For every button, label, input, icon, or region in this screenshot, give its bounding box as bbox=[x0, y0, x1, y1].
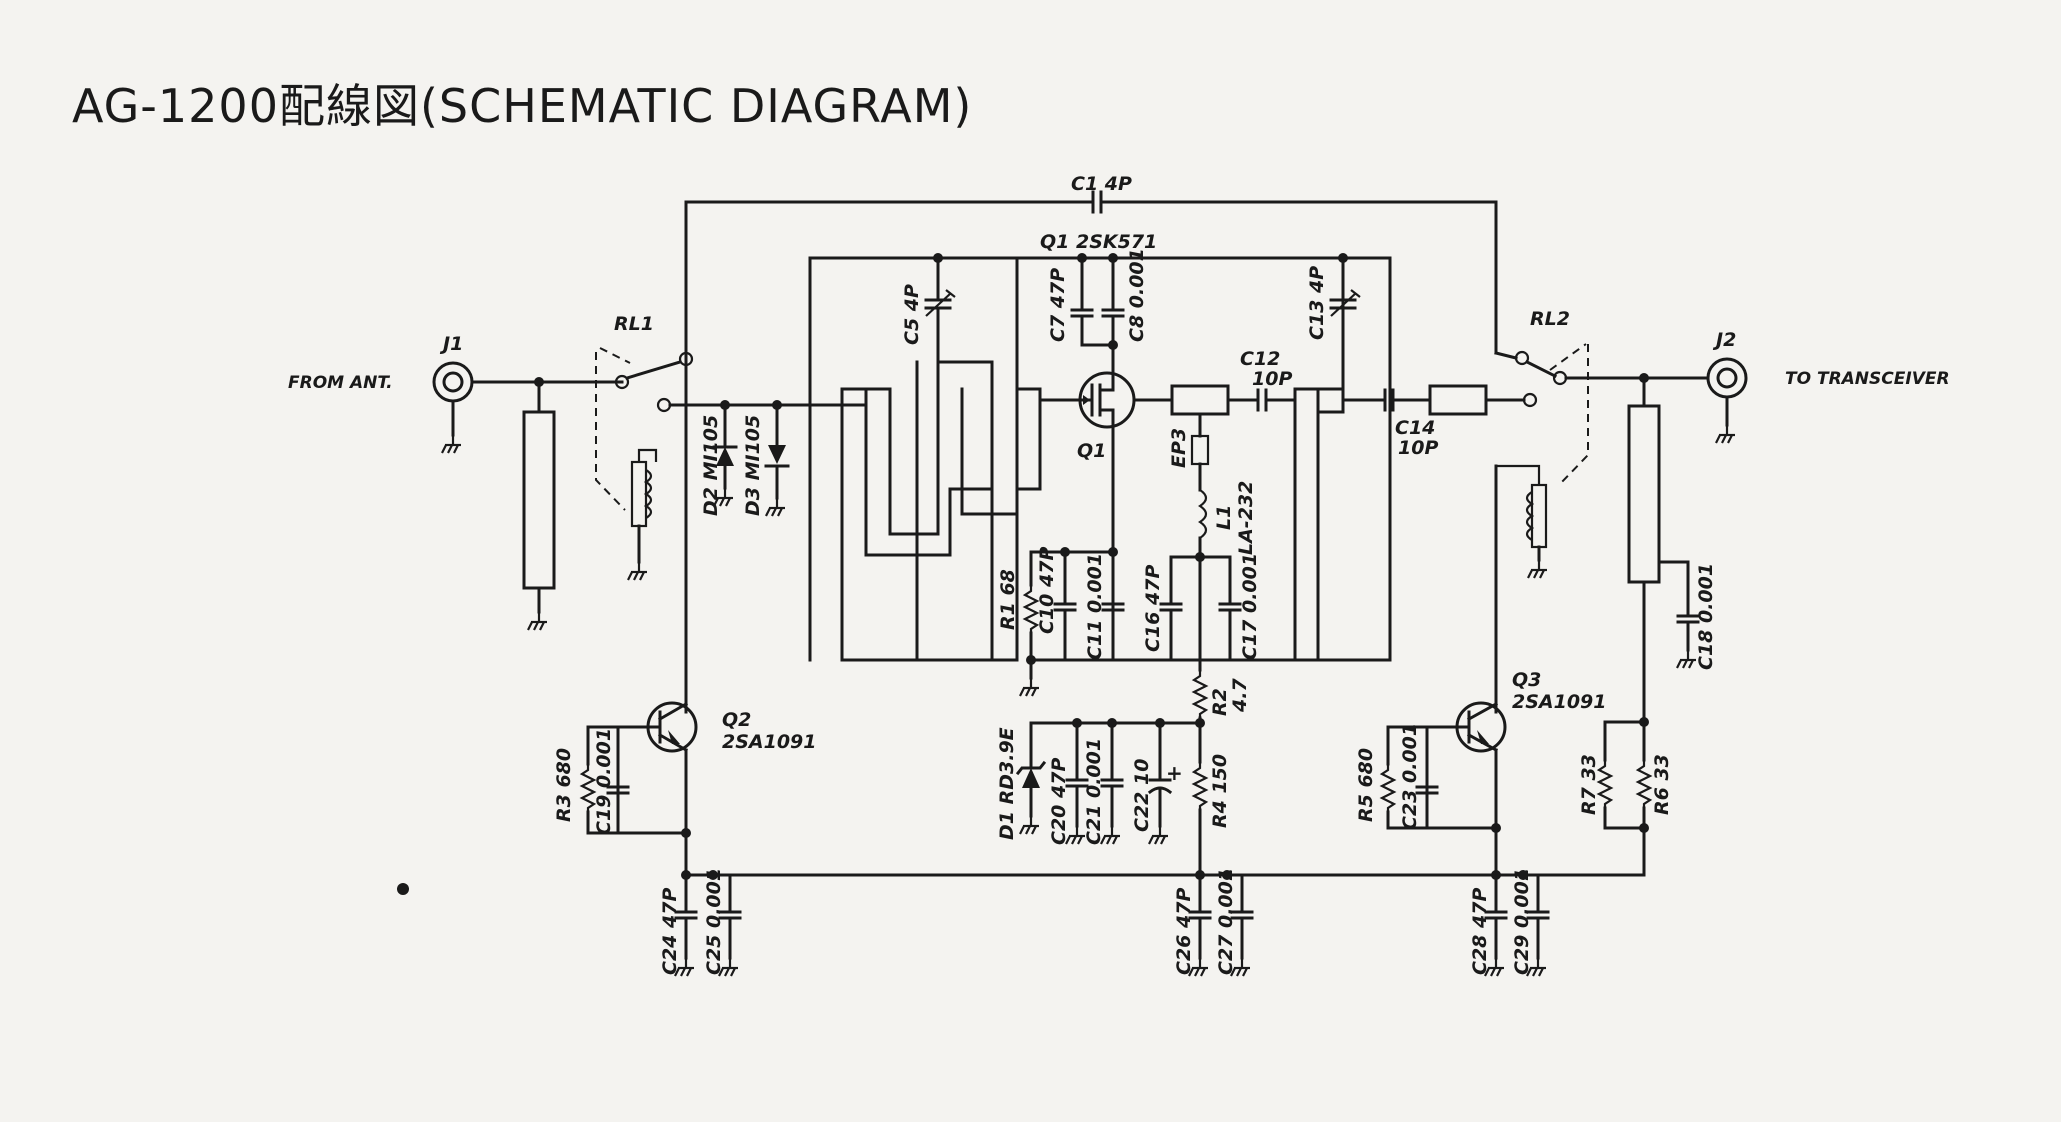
c28-label: C28 47P bbox=[1469, 888, 1491, 975]
c14-label: C14 bbox=[1395, 417, 1435, 439]
c1-bypass bbox=[684, 190, 1498, 355]
c26-label: C26 47P bbox=[1173, 888, 1195, 975]
r6-resistor bbox=[1636, 720, 1652, 830]
c12-value: 10P bbox=[1252, 368, 1292, 390]
c11-label: C11 0.001 bbox=[1084, 553, 1106, 660]
c22-label: C22 10 bbox=[1131, 759, 1153, 832]
c13-label: C13 4P bbox=[1306, 266, 1328, 340]
d2-label: D2 MI105 bbox=[700, 415, 722, 516]
c5-label: C5 4P bbox=[901, 284, 923, 345]
c26-capacitor bbox=[1187, 873, 1212, 978]
c14-value: 10P bbox=[1398, 437, 1438, 459]
input-cavity bbox=[808, 256, 1074, 662]
j2-label: J2 bbox=[1712, 329, 1736, 351]
c27-label: C27 0.001 bbox=[1215, 868, 1237, 975]
d1-zener bbox=[1015, 721, 1047, 836]
c1-label: C1 4P bbox=[1071, 173, 1132, 195]
q3-label: Q3 bbox=[1512, 669, 1541, 691]
l1-value: LA-232 bbox=[1235, 481, 1257, 555]
l1-label: L1 bbox=[1213, 505, 1235, 530]
r7-resistor bbox=[1597, 720, 1613, 830]
c12-label: C12 bbox=[1240, 348, 1280, 370]
rl1-label: RL1 bbox=[614, 313, 654, 335]
c13-trimmer bbox=[1329, 256, 1361, 317]
rl1-relay bbox=[595, 309, 694, 582]
q2-transistor bbox=[616, 701, 698, 877]
c21-label: C21 0.001 bbox=[1083, 738, 1105, 845]
c7-label: C7 47P bbox=[1047, 268, 1069, 342]
ink-blot bbox=[397, 883, 409, 895]
q1-label: Q1 2SK571 bbox=[1040, 231, 1157, 253]
c16-capacitor bbox=[1159, 555, 1183, 662]
c10-label: C10 47P bbox=[1036, 547, 1058, 634]
c16-label: C16 47P bbox=[1142, 565, 1164, 652]
c29-label: C29 0.001 bbox=[1511, 868, 1533, 975]
j1-label: J1 bbox=[439, 333, 463, 355]
input-strip-line bbox=[522, 410, 556, 590]
q3-part-label: 2SA1091 bbox=[1512, 691, 1607, 713]
d1-label: D1 RD3.9E bbox=[996, 727, 1018, 840]
ep3-ferrite bbox=[1190, 434, 1210, 466]
c18-label: C18 0.001 bbox=[1695, 563, 1717, 670]
q3-transistor bbox=[1425, 701, 1507, 877]
r4-resistor bbox=[1192, 721, 1208, 877]
j1-connector bbox=[432, 361, 474, 455]
r5-resistor bbox=[1380, 725, 1498, 830]
c8-capacitor bbox=[1101, 256, 1125, 350]
c24-label: C24 47P bbox=[659, 888, 681, 975]
r4-label: R4 150 bbox=[1209, 754, 1231, 828]
r7-label: R7 33 bbox=[1578, 754, 1600, 815]
c25-label: C25 0.001 bbox=[703, 868, 725, 975]
r3-resistor bbox=[580, 725, 688, 835]
c8-label: C8 0.001 bbox=[1126, 248, 1148, 342]
output-cavity bbox=[1293, 256, 1392, 662]
c25-capacitor bbox=[684, 873, 742, 978]
c28-capacitor bbox=[1483, 873, 1508, 978]
c29-capacitor bbox=[1521, 873, 1550, 978]
r2-value: 4.7 bbox=[1229, 678, 1251, 713]
output-label: TO TRANSCEIVER bbox=[1785, 369, 1950, 389]
r6-label: R6 33 bbox=[1651, 754, 1673, 815]
input-label: FROM ANT. bbox=[288, 373, 393, 393]
page-title: AG-1200配線図(SCHEMATIC DIAGRAM) bbox=[72, 79, 973, 133]
c24-capacitor bbox=[673, 873, 698, 978]
j2-connector bbox=[1706, 357, 1748, 445]
r5-label: R5 680 bbox=[1355, 748, 1377, 822]
d2-diode bbox=[712, 403, 738, 508]
c17-label: C17 0.001 bbox=[1239, 553, 1261, 660]
d3-label: D3 MI105 bbox=[742, 415, 764, 516]
r2-label: R2 bbox=[1209, 688, 1231, 716]
svg-text:+: + bbox=[1166, 761, 1183, 785]
rl2-label: RL2 bbox=[1530, 308, 1570, 330]
q2-part-label: 2SA1091 bbox=[722, 731, 817, 753]
r1-label: R1 68 bbox=[997, 569, 1019, 630]
c17-capacitor bbox=[1218, 555, 1242, 662]
output-resistor bbox=[1428, 384, 1488, 416]
c5-trimmer bbox=[924, 253, 956, 364]
output-strip-line bbox=[1627, 404, 1661, 584]
c11-capacitor bbox=[1101, 550, 1125, 612]
ep3-label: EP3 bbox=[1168, 428, 1190, 468]
rl2-relay bbox=[1494, 343, 1589, 580]
q2-label: Q2 bbox=[722, 709, 751, 731]
drain-resistor bbox=[1170, 384, 1230, 416]
r2-resistor bbox=[1192, 555, 1208, 725]
c22-electrolytic: + bbox=[1147, 721, 1183, 846]
q1-ref-label: Q1 bbox=[1077, 440, 1106, 462]
c10-capacitor bbox=[1053, 550, 1077, 662]
c19-label: C19 0.001 bbox=[593, 728, 615, 835]
d3-diode bbox=[764, 403, 790, 518]
c20-label: C20 47P bbox=[1048, 758, 1070, 845]
c23-label: C23 0.001 bbox=[1399, 723, 1421, 830]
c7-capacitor bbox=[1070, 256, 1115, 347]
c27-capacitor bbox=[1225, 873, 1254, 978]
l1-inductor bbox=[1198, 489, 1208, 559]
c21-capacitor bbox=[1099, 721, 1124, 846]
r3-label: R3 680 bbox=[553, 748, 575, 822]
c20-capacitor bbox=[1064, 721, 1089, 846]
